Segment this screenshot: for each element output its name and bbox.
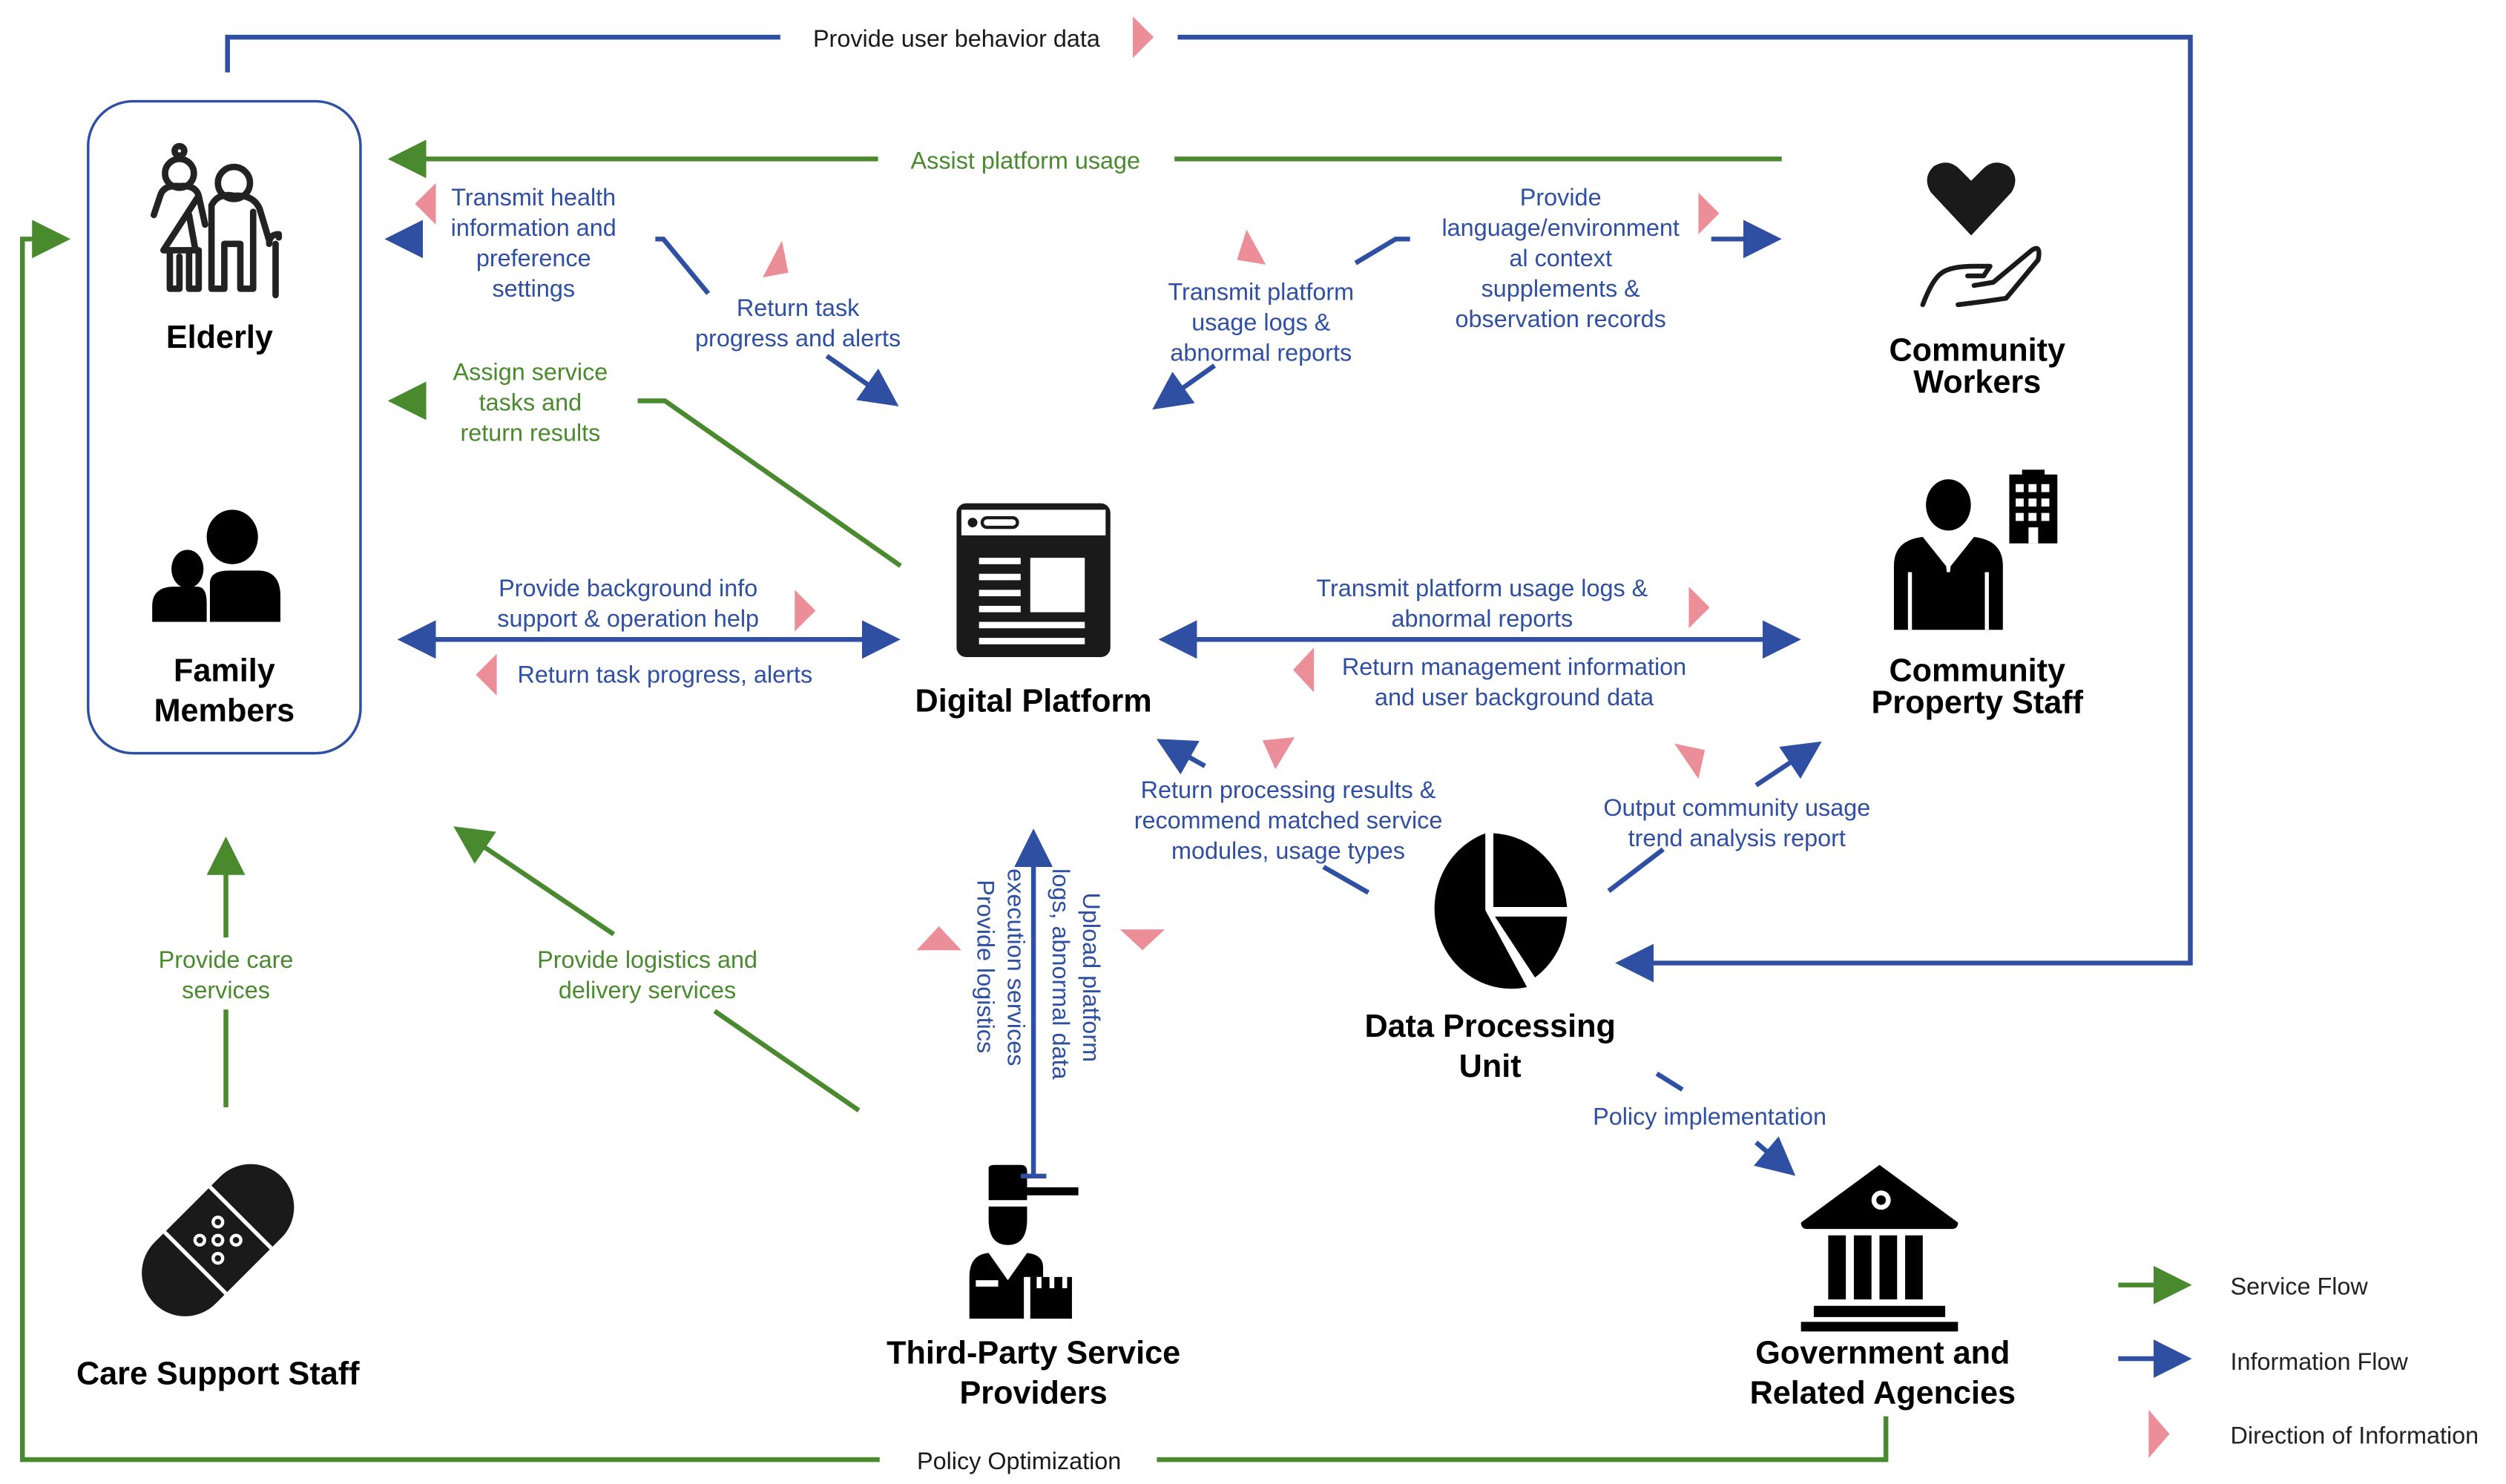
flow-label: execution services: [1003, 868, 1030, 1066]
flow-label: and user background data: [1375, 684, 1654, 710]
flow-transmit-health: Transmit health information and preferen…: [384, 182, 616, 302]
flow-label: return results: [460, 419, 600, 446]
flow-label: Return management information: [1342, 653, 1686, 680]
flow-label: progress and alerts: [695, 325, 901, 352]
flow-label: observation records: [1456, 306, 1666, 332]
flow-label: tasks and: [479, 389, 582, 415]
flow-label: recommend matched service: [1134, 807, 1443, 834]
flow-label: Provide background info: [499, 575, 757, 601]
node-label-family-1: Family: [174, 653, 275, 688]
family-icon: [152, 509, 280, 622]
flow-label: Assign service: [453, 358, 608, 385]
flow-label: Transmit platform usage logs &: [1316, 575, 1648, 601]
flow-label: Provide care: [159, 946, 294, 973]
legend-item-service: Service Flow: [2118, 1265, 2369, 1305]
node-label-family-2: Members: [154, 693, 295, 728]
node-label-tp-2: Providers: [959, 1376, 1107, 1411]
flow-output-trend: Output community usage trend analysis re…: [1603, 741, 1870, 893]
flow-label: Policy implementation: [1593, 1104, 1826, 1130]
bandage-icon: [142, 1164, 295, 1316]
flow-label: preference: [476, 245, 591, 271]
businessman-building-icon: [1893, 469, 2058, 630]
legend-label: Direction of Information: [2231, 1422, 2479, 1449]
flow-assign-tasks: Assign service tasks and return results: [387, 358, 902, 568]
flow-label: Transmit platform: [1168, 278, 1354, 305]
elderly-couple-icon: [151, 142, 283, 299]
node-label-platform: Digital Platform: [915, 683, 1152, 719]
pie-chart-icon: [1434, 833, 1568, 989]
node-label-dpu-2: Unit: [1459, 1049, 1522, 1084]
government-building-icon: [1800, 1164, 1959, 1332]
flow-family-platform: Provide background info support & operat…: [397, 575, 901, 696]
flow-platform-thirdparty: Upload platform logs, abnormal data exec…: [916, 828, 1165, 1179]
flow-label: Return task progress, alerts: [518, 662, 813, 688]
flow-label: al context: [1509, 245, 1612, 271]
flow-label: support & operation help: [497, 605, 759, 632]
flow-transmit-logs-cw: Transmit platform usage logs & abnormal …: [1152, 229, 1410, 410]
heart-hand-icon: [1920, 162, 2042, 308]
legend-label: Service Flow: [2231, 1273, 2369, 1300]
flow-label: logs, abnormal data: [1048, 868, 1074, 1079]
flow-label: settings: [492, 275, 575, 302]
node-label-care: Care Support Staff: [76, 1356, 360, 1392]
flow-assist-usage: Assist platform usage: [387, 139, 1782, 179]
node-label-gov-1: Government and: [1755, 1336, 2010, 1371]
legend-label: Information Flow: [2231, 1348, 2409, 1375]
flow-care-services: Provide care services: [159, 836, 294, 1107]
flow-label: Provide: [1520, 184, 1602, 211]
flow-label: usage logs &: [1191, 309, 1331, 335]
legend: Service Flow Information Flow Direction …: [2118, 1265, 2479, 1458]
flow-return-processing: Return processing results & recommend ma…: [1134, 737, 1443, 895]
flow-label-assist-usage: Assist platform usage: [911, 147, 1140, 174]
flow-label: Provide logistics: [973, 880, 999, 1053]
flow-label: language/environment: [1441, 214, 1679, 241]
node-label-ps-1: Community: [1889, 653, 2065, 688]
node-label-tp-1: Third-Party Service: [887, 1336, 1180, 1371]
flow-logistics-delivery: Provide logistics and delivery services: [453, 826, 861, 1112]
web-page-icon: [956, 503, 1111, 658]
flow-label: abnormal reports: [1391, 605, 1573, 632]
node-label-ps-2: Property Staff: [1871, 685, 2083, 721]
flow-platform-property: Transmit platform usage logs & abnormal …: [1158, 575, 1801, 710]
flow-label: Upload platform: [1078, 893, 1105, 1063]
flow-label: delivery services: [559, 977, 736, 1003]
node-label-cw-1: Community: [1889, 332, 2065, 368]
legend-item-information: Information Flow: [2118, 1339, 2409, 1378]
flow-label: modules, usage types: [1171, 837, 1405, 864]
flow-label-policy-optimization: Policy Optimization: [917, 1448, 1121, 1474]
flow-label: supplements &: [1481, 275, 1641, 302]
node-label-gov-2: Related Agencies: [1750, 1376, 2016, 1411]
flow-label: information and: [451, 214, 616, 241]
node-label-cw-2: Workers: [1913, 365, 2041, 400]
flow-label: Return task: [737, 294, 860, 321]
node-label-elderly: Elderly: [166, 320, 273, 355]
flow-label: services: [182, 977, 270, 1003]
direction-marker: [1133, 16, 1154, 59]
flow-return-task: Return task progress and alerts: [655, 237, 901, 406]
flow-label: Transmit health: [451, 184, 616, 211]
user-group-container: [87, 99, 362, 755]
legend-item-direction: Direction of Information: [2148, 1410, 2479, 1458]
flow-label: Provide logistics and: [537, 946, 757, 973]
node-label-dpu-1: Data Processing: [1364, 1009, 1615, 1044]
flow-label: trend analysis report: [1628, 825, 1846, 851]
flow-provide-language: Provide language/environment al context …: [1441, 184, 1782, 332]
flow-policy-implementation: Policy implementation: [1593, 1071, 1826, 1176]
flow-user-behavior: Provide user behavior data: [225, 16, 2193, 983]
flow-label: abnormal reports: [1170, 339, 1352, 366]
flow-label: Return processing results &: [1141, 776, 1436, 803]
flow-policy-optimization: Policy Optimization: [19, 220, 1889, 1474]
flow-label-user-behavior: Provide user behavior data: [813, 25, 1100, 52]
flow-label: Output community usage: [1603, 794, 1870, 821]
delivery-person-icon: [969, 1164, 1079, 1319]
